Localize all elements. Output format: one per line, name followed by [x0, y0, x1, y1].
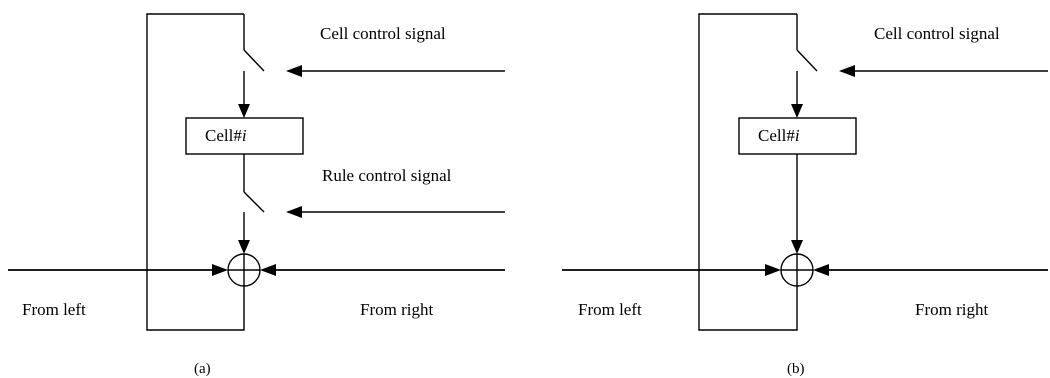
xor-top-arrowhead	[791, 240, 803, 254]
cell-control-label: Cell control signal	[320, 24, 446, 43]
cell-control-arrowhead	[286, 65, 302, 77]
panel-caption: (a)	[194, 361, 211, 377]
feedback-loop-line	[698, 13, 798, 331]
rule-control-switch	[243, 191, 265, 213]
feedback-loop-line	[146, 13, 245, 331]
cell-control-switch	[796, 49, 818, 72]
from-left-arrowhead	[212, 264, 228, 276]
rule-control-label: Rule control signal	[322, 166, 452, 185]
cell-input-arrowhead	[238, 104, 250, 118]
from-right-arrowhead	[260, 264, 276, 276]
rule-control-arrowhead	[286, 206, 302, 218]
panel-caption: (b)	[787, 361, 805, 377]
from-right-label: From right	[360, 300, 433, 319]
from-left-label: From left	[22, 300, 86, 319]
from-left-arrowhead	[765, 264, 781, 276]
cell-control-arrowhead	[839, 65, 855, 77]
from-right-label: From right	[915, 300, 988, 319]
cell-control-label: Cell control signal	[874, 24, 1000, 43]
cell-label: Cell#i	[758, 126, 800, 145]
xor-top-arrowhead	[238, 240, 250, 254]
from-right-arrowhead	[813, 264, 829, 276]
cell-input-arrowhead	[791, 104, 803, 118]
panel-b: Cell#i Cell control signal From left Fro…	[562, 13, 1048, 377]
from-left-label: From left	[578, 300, 642, 319]
panel-a: Cell#i Cell control signal Rule control …	[8, 13, 505, 377]
cell-control-switch	[243, 49, 265, 72]
cell-label: Cell#i	[205, 126, 247, 145]
